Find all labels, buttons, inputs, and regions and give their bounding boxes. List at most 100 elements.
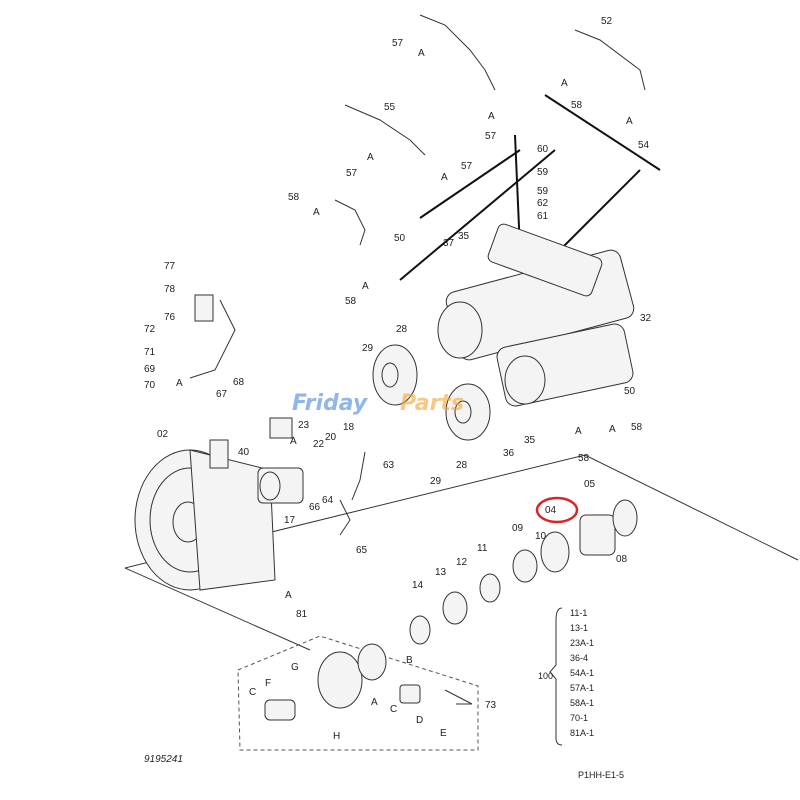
- pipe-64: [339, 499, 351, 536]
- base-plane-line: [124, 454, 799, 569]
- letter-label: D: [416, 715, 423, 726]
- letter-label: B: [406, 655, 413, 666]
- letter-label: A: [362, 281, 369, 292]
- letter-label: C: [249, 687, 256, 698]
- callout: 62: [537, 198, 549, 209]
- callout: 50: [624, 386, 636, 397]
- shaft-assembly: [409, 499, 638, 645]
- callout: 17: [284, 515, 296, 526]
- callout: 78: [164, 284, 176, 295]
- callout: 59: [537, 186, 549, 197]
- callout: 18: [343, 422, 355, 433]
- letter-label: A: [313, 207, 320, 218]
- callout: 64: [322, 495, 334, 506]
- hose-52: [574, 29, 646, 91]
- kit-item: 58A-1: [570, 698, 594, 708]
- callout: 57: [485, 131, 497, 142]
- callout: 02: [157, 429, 169, 440]
- highlight-circle: [535, 496, 579, 524]
- callout: 08: [616, 554, 628, 565]
- callout: 22: [313, 439, 325, 450]
- letter-label: A: [441, 172, 448, 183]
- callout: 13: [435, 567, 447, 578]
- coupling-parts: [264, 643, 421, 721]
- letter-label: A: [626, 116, 633, 127]
- callout: 65: [356, 545, 368, 556]
- harness-wire: [189, 299, 236, 379]
- hose-55: [344, 104, 426, 156]
- sensor-23: [269, 417, 293, 439]
- callout: 66: [309, 502, 321, 513]
- callout: 57: [461, 161, 473, 172]
- letter-label: F: [265, 678, 271, 689]
- kit-brace: [549, 607, 563, 746]
- page-code: P1HH-E1-5: [578, 770, 624, 780]
- callout: 32: [640, 313, 652, 324]
- watermark-friday: Friday: [292, 391, 369, 416]
- letter-label: A: [367, 152, 374, 163]
- callout: 58: [288, 192, 300, 203]
- callout: 58: [631, 422, 643, 433]
- wire-63: [351, 451, 366, 501]
- letter-label: H: [333, 731, 340, 742]
- main-pump-32: [437, 223, 635, 407]
- kit-item: 11-1: [570, 608, 587, 618]
- callout: 76: [164, 312, 176, 323]
- callout: 52: [601, 16, 613, 27]
- bracket-76: [194, 294, 214, 322]
- callout: 14: [412, 580, 424, 591]
- callout-labels: 52 57 57 57 57 58 54 55 60 59 59 62 61 5…: [144, 16, 652, 711]
- callout: 10: [535, 531, 547, 542]
- callout: 23: [298, 420, 310, 431]
- watermark-parts: Parts: [400, 391, 464, 416]
- callout: 57: [392, 38, 404, 49]
- letter-label: A: [371, 697, 378, 708]
- callout: 61: [537, 211, 549, 222]
- leader-73b: [444, 689, 473, 705]
- callout: 60: [537, 144, 549, 155]
- callout: 35: [524, 435, 536, 446]
- housing-02: [134, 449, 276, 591]
- callout: 58: [571, 100, 583, 111]
- hose-57: [419, 14, 496, 91]
- kit-item: 13-1: [570, 623, 588, 633]
- kit-list: 100 11-1 13-1 23A-1 36-4 54A-1 57A-1 58A…: [538, 608, 594, 738]
- kit-item: 36-4: [570, 653, 588, 663]
- callout: 36: [503, 448, 515, 459]
- callout: 37: [443, 238, 455, 249]
- callout: 50: [394, 233, 406, 244]
- kit-item: 57A-1: [570, 683, 594, 693]
- letter-label: A: [561, 78, 568, 89]
- letter-label: A: [609, 424, 616, 435]
- kit-item: 81A-1: [570, 728, 594, 738]
- gear-pump-17: [257, 467, 304, 504]
- kit-number: 100: [538, 671, 553, 681]
- callout: 68: [233, 377, 245, 388]
- callout: 67: [216, 389, 228, 400]
- leader-line: [559, 169, 641, 251]
- callout: 70: [144, 380, 156, 391]
- callout: 12: [456, 557, 468, 568]
- leader-line: [399, 149, 556, 281]
- letter-label: G: [291, 662, 299, 673]
- callout: 35: [458, 231, 470, 242]
- callout: 09: [512, 523, 524, 534]
- letter-label: A: [418, 48, 425, 59]
- letter-label: E: [440, 728, 447, 739]
- callout: 28: [456, 460, 468, 471]
- diagram-id: 9195241: [144, 754, 183, 765]
- letter-label: A: [285, 590, 292, 601]
- callout: 20: [325, 432, 337, 443]
- callout: 29: [430, 476, 442, 487]
- letter-label: A: [176, 378, 183, 389]
- callout: 58: [578, 453, 590, 464]
- callout: 71: [144, 347, 156, 358]
- leader-line: [544, 94, 661, 171]
- callout: 69: [144, 364, 156, 375]
- callout: 11: [477, 543, 488, 554]
- callout: 63: [383, 460, 395, 471]
- leader-line: [419, 149, 521, 219]
- callout-highlighted: 04: [545, 505, 557, 516]
